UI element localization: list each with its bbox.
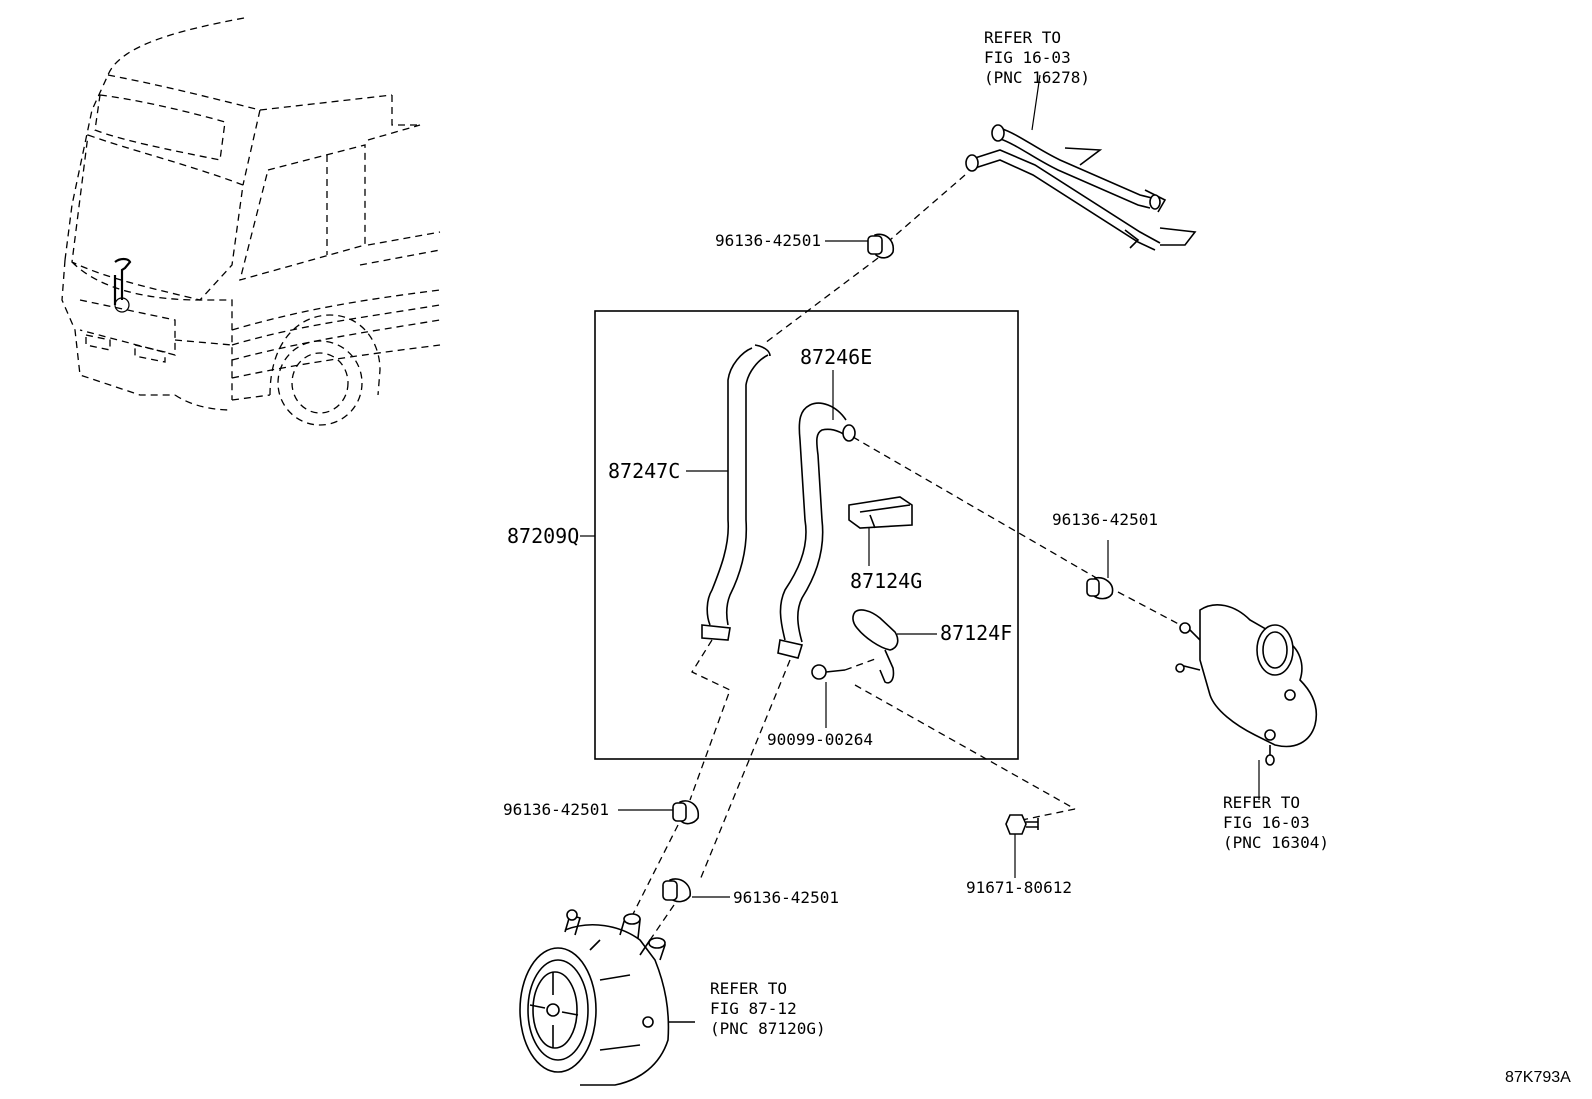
hose-sub-assy-box xyxy=(594,310,1019,760)
callout-top-clamp: 96136-42501 xyxy=(715,231,821,250)
callout-right-clamp: 96136-42501 xyxy=(1052,510,1158,529)
hose-clamp-lower-2 xyxy=(662,878,691,903)
callout-bracket-f: 87124F xyxy=(940,621,1012,645)
callout-bracket-g: 87124G xyxy=(850,569,922,593)
ref-top-line-3: (PNC 16278) xyxy=(984,68,1090,87)
ref-right-line-1: REFER TO xyxy=(1223,793,1300,812)
ref-bottom-line-3: (PNC 87120G) xyxy=(710,1019,826,1038)
hose-clamp-top xyxy=(867,233,895,259)
hose-clamp-right xyxy=(1086,576,1114,600)
bracket-87124f xyxy=(852,609,899,684)
ref-top-line-2: FIG 16-03 xyxy=(984,48,1071,67)
bolt-icon xyxy=(1005,814,1039,835)
ref-right-line-3: (PNC 16304) xyxy=(1223,833,1329,852)
water-outlet-icon xyxy=(1175,604,1318,766)
hose-87247c xyxy=(701,344,771,641)
screw-icon xyxy=(811,664,846,680)
hose-87246e xyxy=(777,402,856,659)
diagram-id: 87K793A xyxy=(1505,1069,1571,1086)
callout-hose-sub-assy: 87209Q xyxy=(507,524,579,548)
ref-right-line-2: FIG 16-03 xyxy=(1223,813,1310,832)
hose-clamp-lower-1 xyxy=(672,800,700,825)
callout-hose-e: 87246E xyxy=(800,345,872,369)
bus-front-icon xyxy=(61,17,441,426)
ref-bottom-line-2: FIG 87-12 xyxy=(710,999,797,1018)
callout-screw: 90099-00264 xyxy=(767,730,873,749)
callout-hose-c: 87247C xyxy=(608,459,680,483)
compressor-icon xyxy=(519,909,695,1086)
bracket-87124g xyxy=(848,496,913,529)
callout-lower-clamp-1: 96136-42501 xyxy=(503,800,609,819)
ref-bottom-line-1: REFER TO xyxy=(710,979,787,998)
callout-lower-clamp-2: 96136-42501 xyxy=(733,888,839,907)
ref-top-line-1: REFER TO xyxy=(984,28,1061,47)
pipe-assembly-icon xyxy=(965,124,1197,251)
callout-bolt: 91671-80612 xyxy=(966,878,1072,897)
